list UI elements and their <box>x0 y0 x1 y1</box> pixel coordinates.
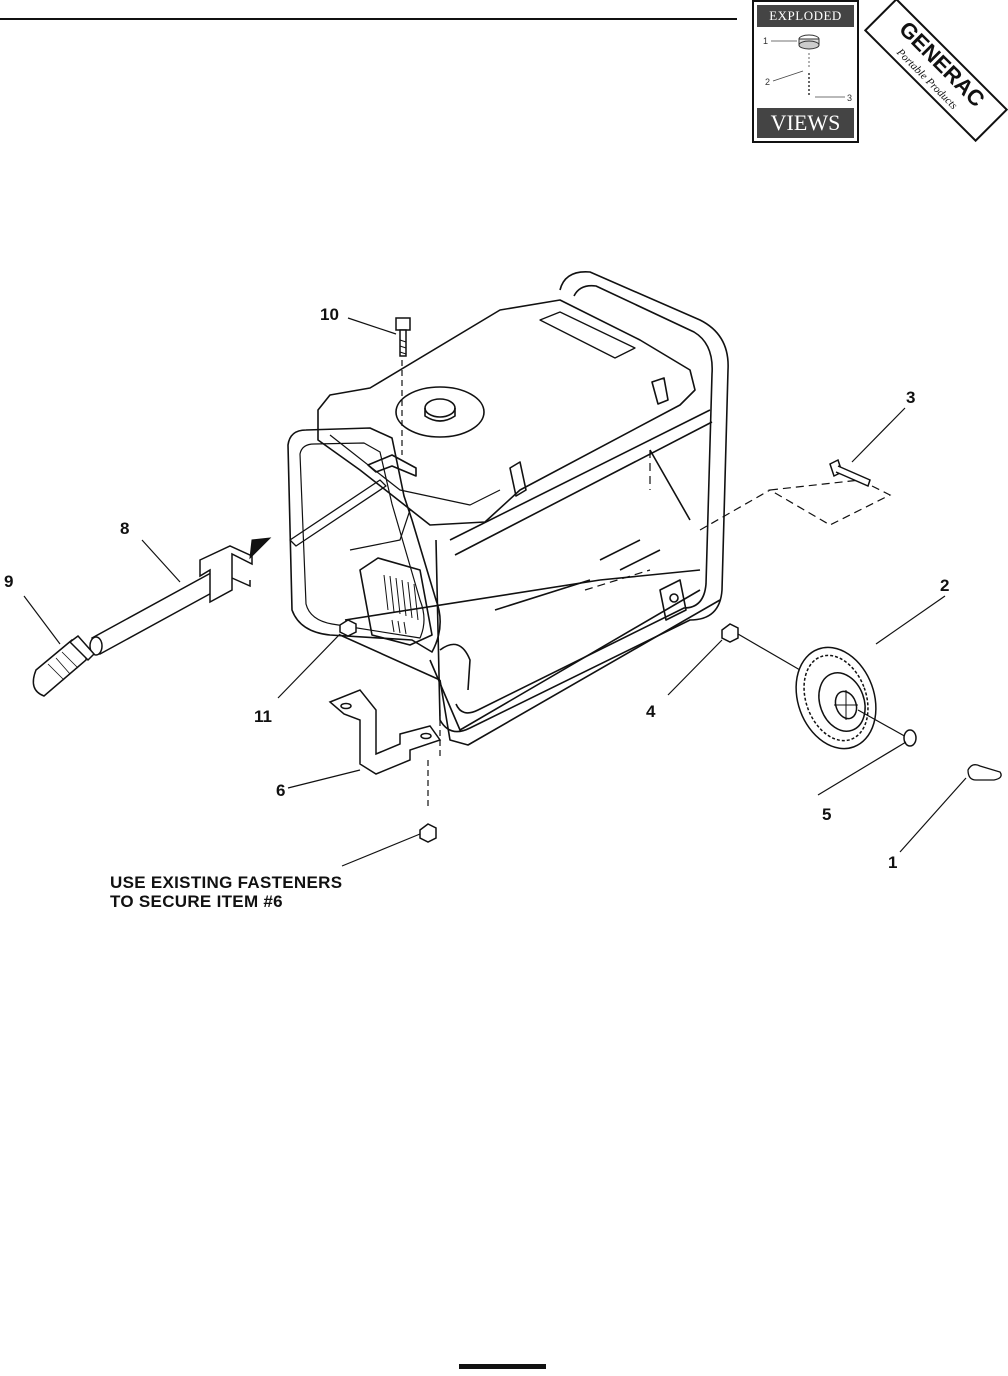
callout-2: 2 <box>940 576 949 595</box>
badge-label-2: 2 <box>765 77 770 87</box>
nut-item-4 <box>721 623 739 643</box>
exploded-views-badge: EXPLODED 1 2 3 VIEWS <box>752 0 859 143</box>
callout-5: 5 <box>822 805 831 824</box>
frame-front-loop <box>287 427 441 653</box>
bracket-item-6 <box>328 689 442 775</box>
callout-6: 6 <box>276 781 285 800</box>
note-line-1: USE EXISTING FASTENERS <box>110 873 343 892</box>
nut-fastener-item-6 <box>419 823 437 843</box>
nut-item-11 <box>339 619 357 637</box>
cotter-pin-item-1 <box>967 764 1002 781</box>
note-line-2: TO SECURE ITEM #6 <box>110 892 283 911</box>
alternator-panel <box>359 557 433 646</box>
fuel-cap <box>424 398 456 418</box>
badge-title-top: EXPLODED <box>757 5 854 27</box>
frame-bottom-rail <box>439 599 721 746</box>
tank-decal <box>539 311 636 359</box>
insert-arrow <box>249 537 272 560</box>
handle-mount-bracket <box>367 454 417 477</box>
axle-bolt-item-3 <box>829 458 871 488</box>
badge-label-3: 3 <box>847 93 852 103</box>
callout-11: 11 <box>254 707 272 726</box>
frame-rear-loop-inner <box>455 284 713 714</box>
badge-label-1: 1 <box>763 36 768 46</box>
wheel-item-2 <box>795 646 877 750</box>
fuel-tank <box>317 299 696 526</box>
frame-rear-loop <box>435 271 729 733</box>
wheel-mount-bracket <box>659 579 687 621</box>
axle-phantom <box>699 479 892 531</box>
exploded-parts-diagram: 10 3 8 2 9 11 4 6 5 1 <box>4 271 1002 872</box>
callout-3: 3 <box>906 388 915 407</box>
callout-10: 10 <box>320 305 339 324</box>
fastener-note: USE EXISTING FASTENERS TO SECURE ITEM #6 <box>110 873 342 911</box>
handle-grip-item-9 <box>32 634 96 697</box>
callout-8: 8 <box>120 519 129 538</box>
fuel-cap-ring <box>395 386 485 438</box>
callout-1: 1 <box>888 853 897 872</box>
footer-bar <box>459 1364 546 1369</box>
badge-title-bottom: VIEWS <box>757 108 854 138</box>
header-rule <box>0 18 737 20</box>
washer-item-5 <box>903 729 917 747</box>
callout-9: 9 <box>4 572 13 591</box>
handle-tube-item-8 <box>89 545 253 656</box>
bolt-item-10 <box>395 317 411 357</box>
generac-logo: GENERAC Portable Products <box>863 0 1008 143</box>
callout-4: 4 <box>646 702 656 721</box>
badge-illustration: 1 2 3 <box>763 34 852 103</box>
